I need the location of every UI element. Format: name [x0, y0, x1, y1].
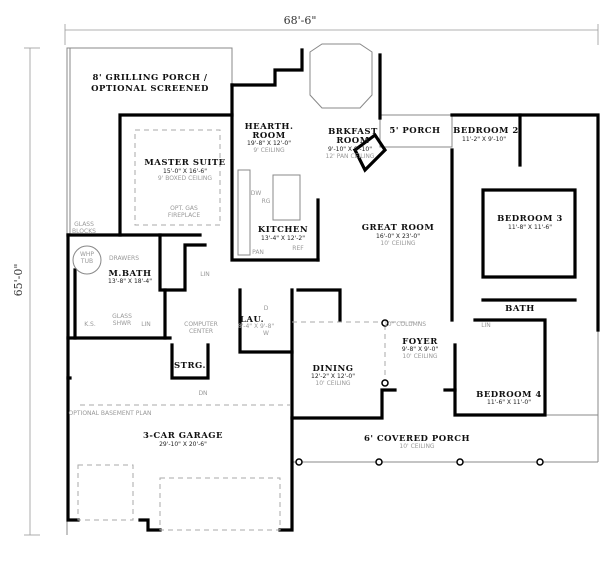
- depth-dimension: 65'-0": [12, 264, 25, 297]
- ks-label: K.S.: [84, 321, 96, 328]
- basement-label: OPTIONAL BASEMENT PLAN: [69, 410, 152, 417]
- linen-label-3: LIN: [481, 322, 491, 329]
- dw-label: DW: [251, 190, 262, 197]
- master-bath-size: 13'-8" X 18'-4": [108, 278, 152, 285]
- laundry-size: 8'-4" X 9'-8": [238, 323, 275, 330]
- hearth-room-size: 19'-8" X 12'-0": [247, 140, 291, 147]
- breakfast-room-label: BRKFAST: [328, 127, 378, 137]
- foyer-size: 9'-8" X 9'-0": [402, 346, 439, 353]
- glass-blocks-label-2: BLOCKS: [72, 228, 96, 235]
- kitchen-counter: [237, 169, 251, 256]
- linen-label-2: LIN: [200, 271, 210, 278]
- rg-label: RG: [262, 198, 271, 205]
- master-bath-label: M.BATH: [108, 269, 151, 279]
- stairs-down-label: DN: [198, 390, 207, 397]
- bedroom-2-size: 11'-2" X 9'-10": [462, 136, 506, 143]
- great-room-ceiling: 10' CEILING: [380, 240, 416, 247]
- whirlpool-tub: [72, 245, 102, 275]
- glass-blocks-label: GLASS: [74, 221, 94, 228]
- laundry-label: LAU.: [240, 315, 264, 325]
- breakfast-room-size: 9'-10" X 9'-10": [328, 146, 372, 153]
- breakfast-room-ceiling: 12' PAN CEILING: [326, 153, 375, 160]
- dryer-label: D: [264, 305, 269, 312]
- grilling-porch-label-2: OPTIONAL SCREENED: [91, 84, 209, 94]
- computer-center-label-2: CENTER: [189, 328, 213, 335]
- hearth-room-ceiling: 9' CEILING: [253, 147, 285, 154]
- glass-shower-label-2: SHWR: [113, 320, 131, 327]
- fireplace-label-2: FIREPLACE: [168, 212, 200, 219]
- dining-ceiling: 10' CEILING: [315, 380, 351, 387]
- pan-label: PAN: [252, 249, 264, 256]
- foyer-label: FOYER: [402, 337, 438, 347]
- kitchen-label: KITCHEN: [258, 225, 308, 235]
- garage-label: 3-CAR GARAGE: [143, 431, 223, 441]
- hearth-room-label-2: ROOM: [252, 131, 285, 141]
- master-suite-label: MASTER SUITE: [144, 158, 225, 168]
- computer-center-label: COMPUTER: [184, 321, 218, 328]
- glass-shower-label: GLASS: [112, 313, 132, 320]
- bedroom-2-label: BEDROOM 2: [453, 126, 519, 136]
- bedroom-3-label: BEDROOM 3: [497, 214, 563, 224]
- width-dimension: 68'-6": [284, 14, 317, 27]
- porch-columns: [295, 319, 544, 466]
- master-suite-size: 15'-0" X 16'-6": [163, 168, 207, 175]
- kitchen-island: [272, 174, 301, 221]
- whirlpool-label-2: TUB: [80, 258, 93, 265]
- dashed-outlines: [77, 129, 420, 531]
- great-room-label: GREAT ROOM: [362, 223, 435, 233]
- grilling-porch-label: 8' GRILLING PORCH /: [93, 73, 208, 83]
- dimension-lines: [24, 24, 599, 536]
- hearth-room-label: HEARTH.: [245, 122, 294, 132]
- linen-label-1: LIN: [141, 321, 151, 328]
- bedroom-4-label: BEDROOM 4: [476, 390, 542, 400]
- master-suite-ceiling: 9' BOXED CEILING: [158, 175, 213, 182]
- walls: [66, 48, 600, 532]
- bath-label: BATH: [505, 304, 535, 314]
- bedroom-3-size: 11'-8" X 11'-6": [508, 224, 552, 231]
- garage-size: 29'-10" X 20'-6": [159, 441, 207, 448]
- dining-size: 12'-2" X 12'-0": [311, 373, 355, 380]
- drawers-label: DRAWERS: [109, 255, 139, 262]
- dining-label: DINING: [312, 364, 353, 374]
- great-room-size: 16'-0" X 23'-0": [376, 233, 420, 240]
- kitchen-size: 13'-4" X 12'-2": [261, 235, 305, 242]
- bedroom-4-size: 11'-6" X 11'-0": [487, 399, 531, 406]
- whirlpool-label: WHP: [80, 251, 94, 258]
- breakfast-room-label-2: ROOM: [336, 136, 369, 146]
- foyer-ceiling: 10' CEILING: [402, 353, 438, 360]
- ref-label: REF: [292, 245, 304, 252]
- columns-label: 10" COLUMNS: [384, 321, 426, 328]
- storage-label: STRG.: [174, 361, 206, 371]
- covered-porch-label: 6' COVERED PORCH: [364, 434, 470, 444]
- porch-5-label: 5' PORCH: [389, 126, 440, 136]
- covered-porch-ceiling: 10' CEILING: [399, 443, 435, 450]
- fireplace-label: OPT. GAS: [170, 205, 198, 212]
- washer-label: W: [263, 330, 269, 337]
